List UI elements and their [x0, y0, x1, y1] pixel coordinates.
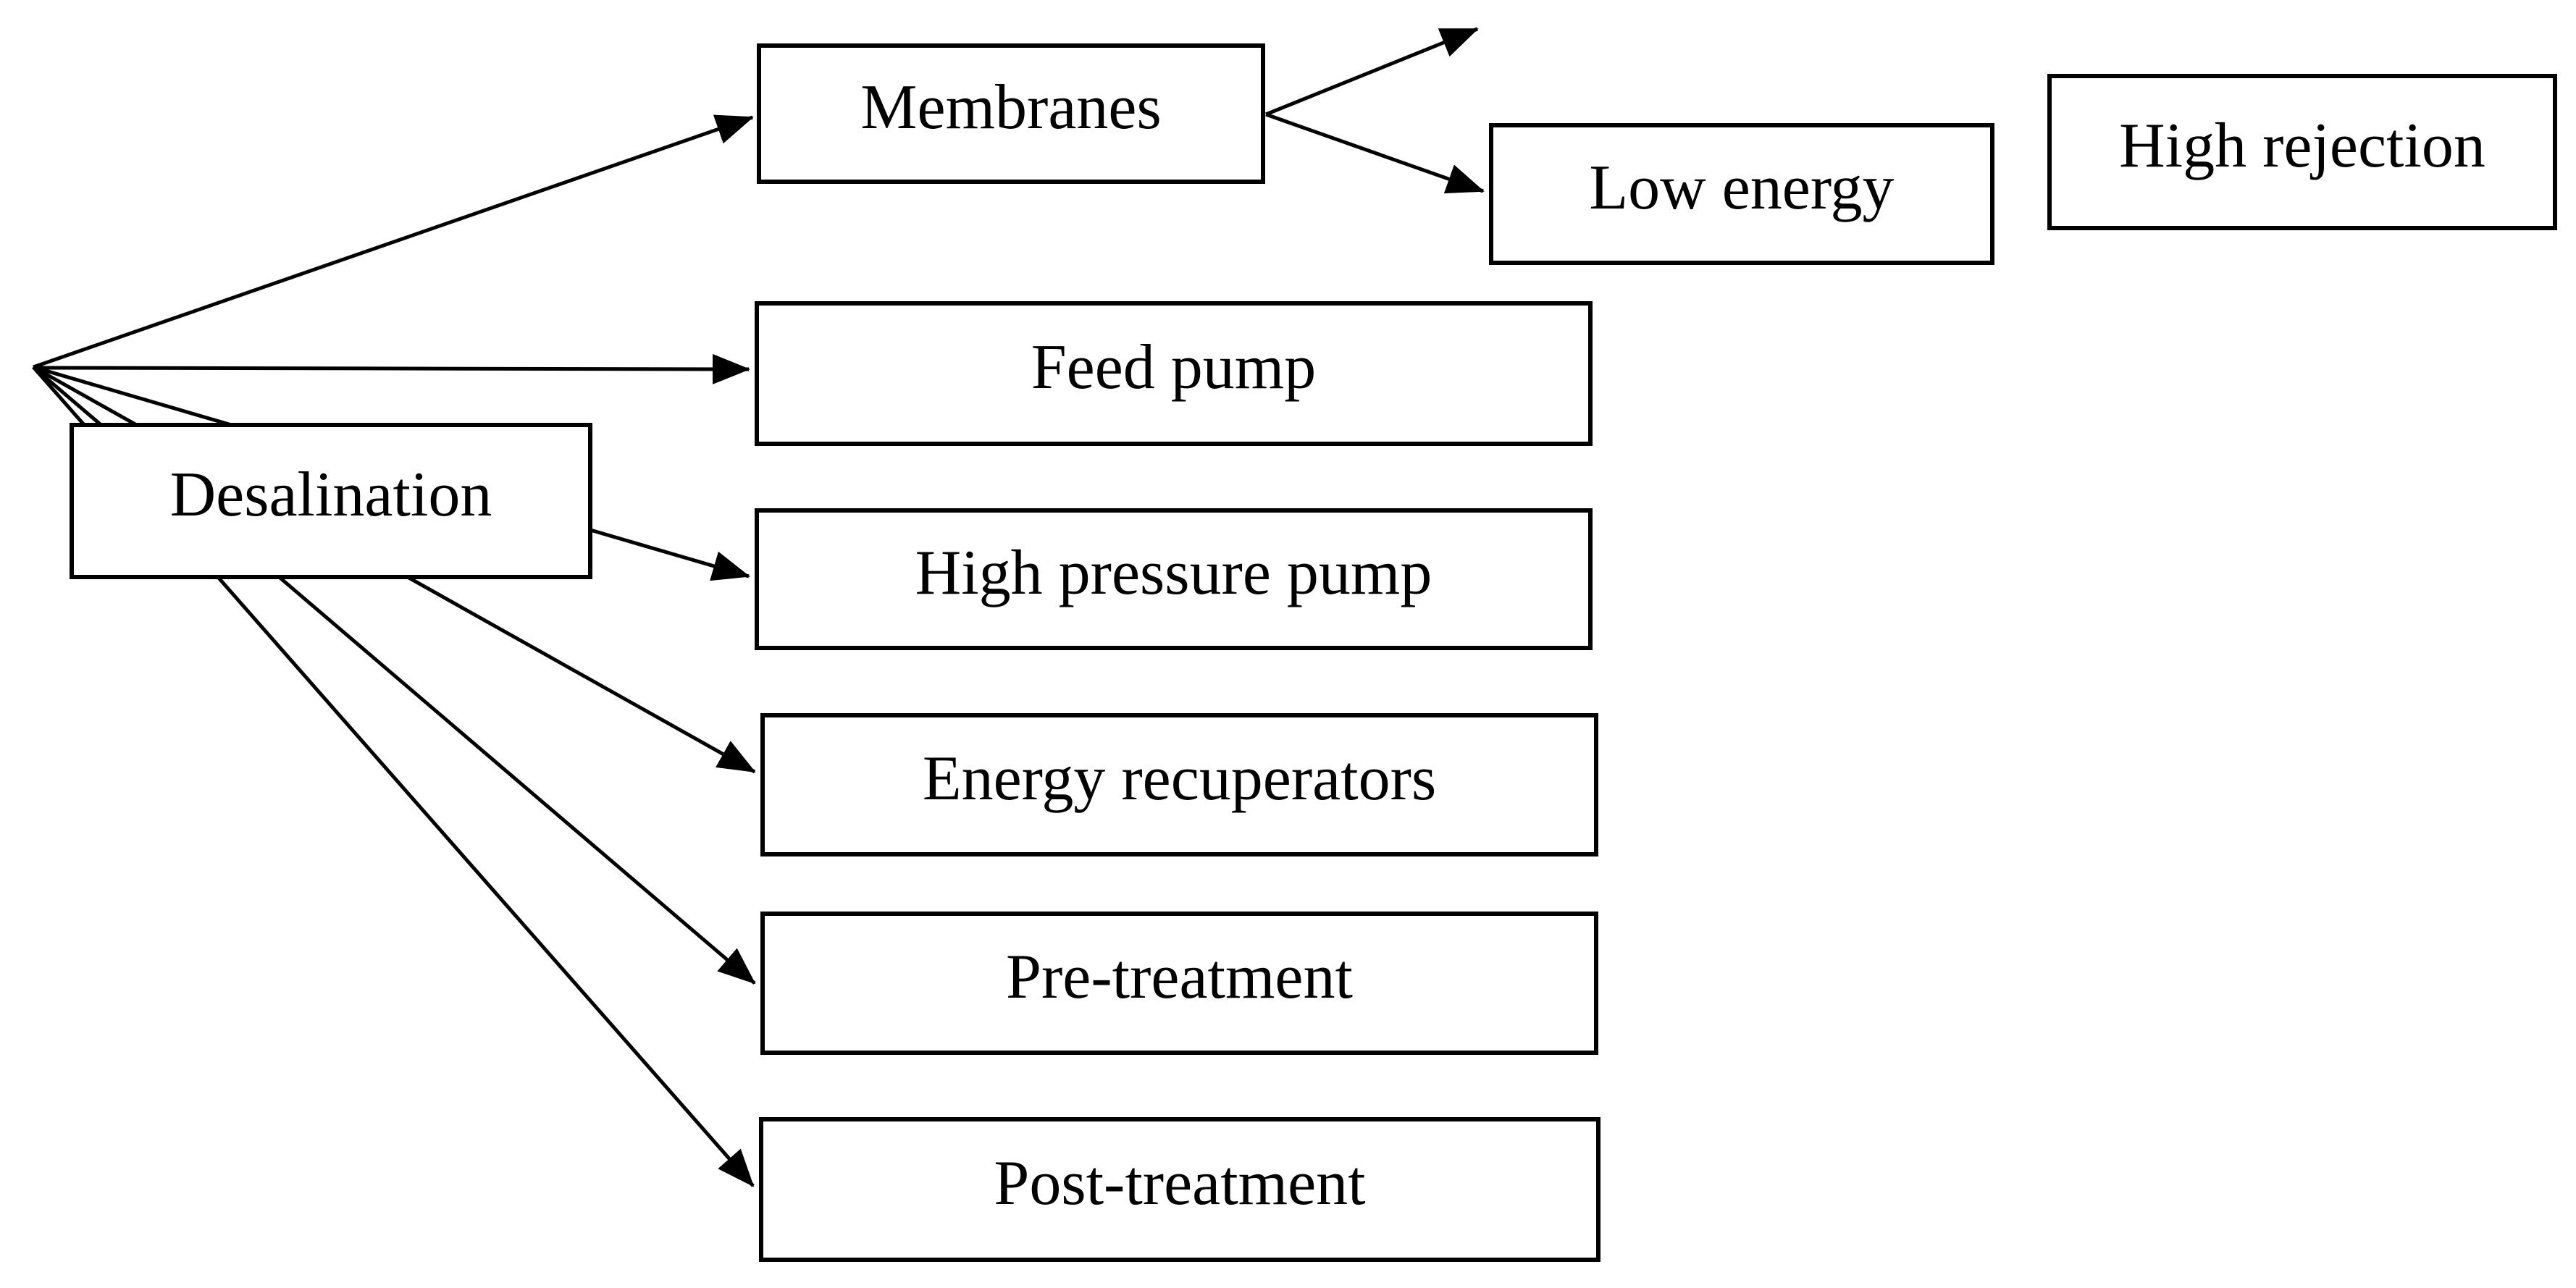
node-desalination: Desalination [70, 423, 592, 579]
node-energy-recuperators: Energy recuperators [760, 713, 1598, 856]
arrow-desalination-to-membranes [33, 114, 754, 369]
node-feed-pump: Feed pump [755, 301, 1593, 446]
node-label: High pressure pump [915, 538, 1432, 608]
node-label: Low energy [1589, 153, 1895, 223]
node-high-pressure-pump: High pressure pump [755, 508, 1593, 650]
node-label: Feed pump [1031, 332, 1317, 403]
node-membranes: Membranes [757, 43, 1265, 184]
node-label: Post-treatment [994, 1148, 1366, 1218]
node-label: Energy recuperators [922, 744, 1437, 814]
node-post-treatment: Post-treatment [759, 1117, 1600, 1262]
node-pre-treatment: Pre-treatment [760, 912, 1598, 1055]
arrow-membranes-to-high-rejection [1265, 27, 1479, 117]
node-label: High rejection [2119, 111, 2485, 181]
node-label: Desalination [169, 460, 492, 530]
node-high-rejection: High rejection [2047, 74, 2557, 230]
arrow-desalination-to-feed-pump [33, 353, 750, 384]
arrow-membranes-to-low-energy [1265, 112, 1485, 194]
node-label: Pre-treatment [1006, 942, 1353, 1012]
node-label: Membranes [860, 72, 1162, 143]
node-low-energy: Low energy [1489, 123, 1994, 265]
